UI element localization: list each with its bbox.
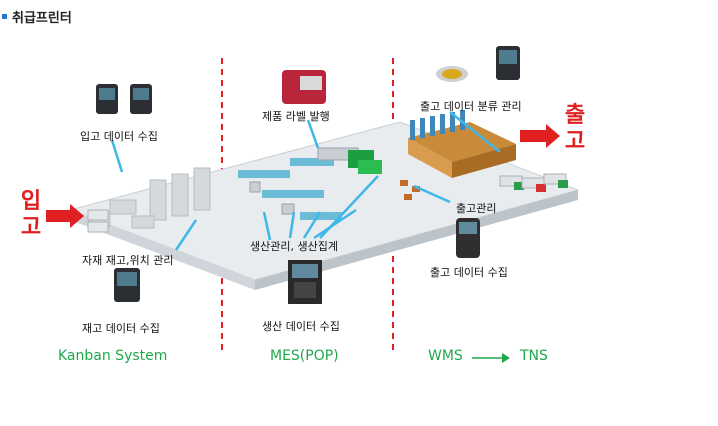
bullet-icon (2, 14, 7, 19)
label-outbound-collect: 출고 데이터 수집 (430, 266, 508, 279)
section-tns: TNS (520, 348, 548, 364)
label-inbound-bottom: 고 (20, 215, 42, 240)
section-mes: MES(POP) (270, 348, 339, 364)
pda-stock-icon (114, 268, 140, 302)
tns-trucks (499, 173, 568, 192)
outbound-arrow-icon (520, 124, 560, 148)
label-stock-collect: 재고 데이터 수집 (82, 322, 160, 335)
diagram-graphics (46, 46, 580, 352)
wms-tns-arrow-icon (472, 353, 510, 363)
factory-flow-diagram: 입고 데이터 수집 자재 재고,위치 관리 재고 데이터 수집 제품 라벨 발행… (0, 40, 718, 380)
inbound-arrow-icon (46, 204, 84, 228)
inbound-trucks (87, 209, 109, 233)
label-outbound-sort: 출고 데이터 분류 관리 (420, 100, 522, 113)
wms-shelving (400, 110, 516, 200)
mes-lines (238, 147, 382, 220)
label-outbound-bottom: 고 (564, 129, 586, 154)
page-header: 취급프린터 (2, 6, 72, 26)
label-outbound-manage: 출고관리 (456, 202, 497, 215)
label-prod-collect: 생산 데이터 수집 (262, 320, 340, 333)
section-kanban: Kanban System (58, 348, 168, 364)
label-label-issue: 제품 라벨 발행 (262, 110, 330, 123)
page-title: 취급프린터 (12, 10, 72, 26)
label-outbound-top: 출 (564, 103, 586, 128)
pda-outbound-icon (496, 46, 520, 80)
production-terminal-icon (288, 260, 322, 304)
label-prod-manage: 생산관리, 생산집계 (250, 240, 338, 253)
barcode-scanner-icon (436, 66, 468, 82)
label-material-stock: 자재 재고,위치 관리 (82, 254, 174, 267)
section-wms: WMS (428, 348, 463, 364)
rugged-scanner-icon (456, 218, 480, 258)
label-inbound-collect: 입고 데이터 수집 (80, 130, 158, 143)
label-printer-icon (282, 70, 326, 104)
label-inbound-top: 입 (20, 189, 42, 214)
pda-scanner-icon (96, 84, 152, 114)
pointer-lines (110, 111, 501, 251)
